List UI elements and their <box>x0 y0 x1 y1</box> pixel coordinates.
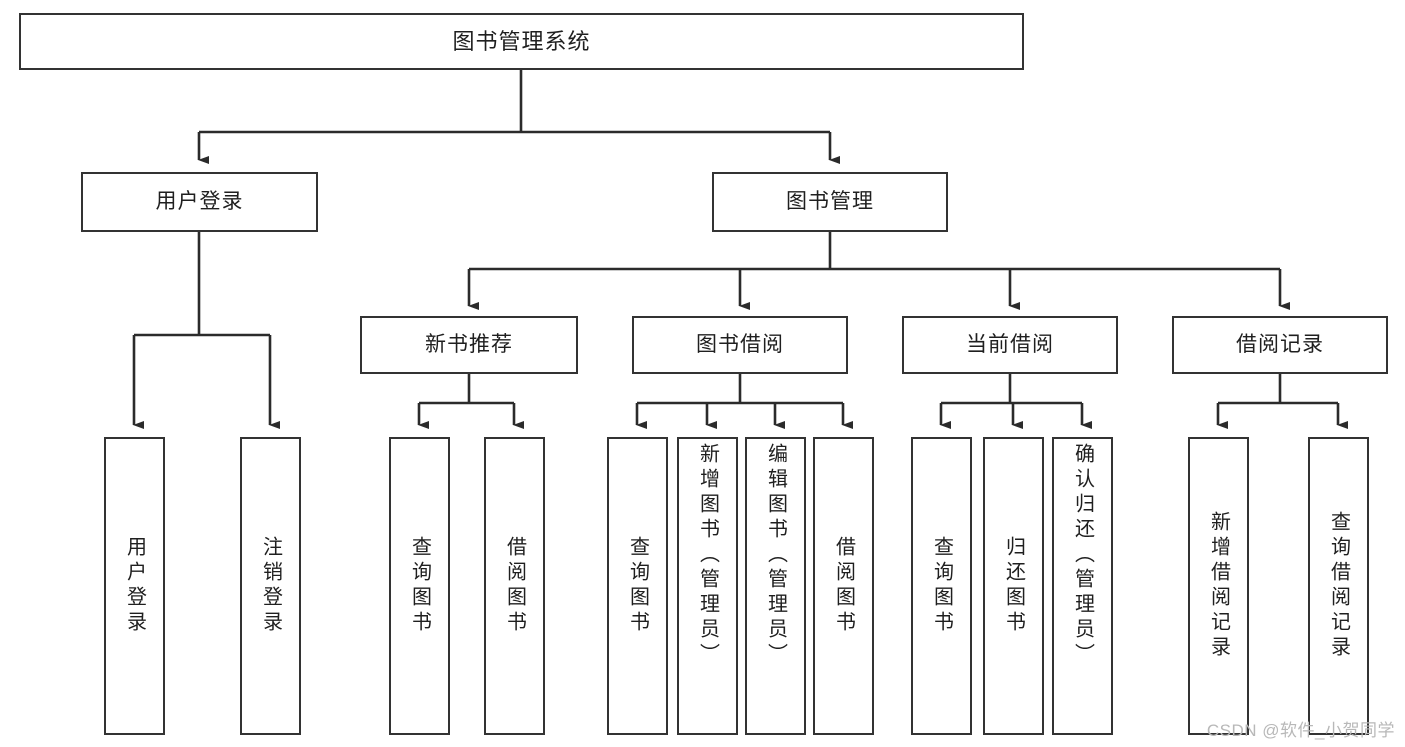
node-label: 新增图书（管理员） <box>696 443 719 668</box>
node-label: 新增借阅记录 <box>1207 511 1230 661</box>
node-label: 图书管理 <box>786 189 874 213</box>
node-new-book-recommendation[interactable]: 新书推荐 <box>360 316 578 374</box>
node-label: 查询图书 <box>626 536 649 636</box>
node-leaf-user-login[interactable]: 用户登录 <box>104 437 165 735</box>
node-root-system[interactable]: 图书管理系统 <box>19 13 1024 70</box>
node-label: 当前借阅 <box>966 332 1054 356</box>
node-label: 新书推荐 <box>425 332 513 356</box>
node-leaf-query-book-current[interactable]: 查询图书 <box>911 437 972 735</box>
watermark: CSDN @软件_小贺同学 <box>1206 721 1395 740</box>
node-leaf-edit-book[interactable]: 编辑图书（管理员） <box>745 437 806 735</box>
node-leaf-add-borrow-record[interactable]: 新增借阅记录 <box>1188 437 1249 735</box>
node-leaf-confirm-return[interactable]: 确认归还（管理员） <box>1052 437 1113 735</box>
node-leaf-query-book-recommendation[interactable]: 查询图书 <box>389 437 450 735</box>
node-label: 图书管理系统 <box>452 28 591 54</box>
node-label: 借阅图书 <box>832 536 855 636</box>
node-label: 编辑图书（管理员） <box>764 443 787 668</box>
node-label: 查询借阅记录 <box>1327 511 1350 661</box>
node-book-management[interactable]: 图书管理 <box>712 172 948 232</box>
node-label: 用户登录 <box>123 536 146 636</box>
node-label: 图书借阅 <box>696 332 784 356</box>
node-label: 注销登录 <box>259 536 282 636</box>
node-label: 确认归还（管理员） <box>1071 443 1094 668</box>
node-label: 用户登录 <box>155 189 244 213</box>
node-label: 查询图书 <box>930 536 953 636</box>
node-book-borrow[interactable]: 图书借阅 <box>632 316 848 374</box>
node-leaf-add-book[interactable]: 新增图书（管理员） <box>677 437 738 735</box>
node-leaf-return-book[interactable]: 归还图书 <box>983 437 1044 735</box>
node-borrow-record[interactable]: 借阅记录 <box>1172 316 1388 374</box>
node-label: 借阅图书 <box>503 536 526 636</box>
node-leaf-logout[interactable]: 注销登录 <box>240 437 301 735</box>
node-label: 查询图书 <box>408 536 431 636</box>
node-user-login[interactable]: 用户登录 <box>81 172 318 232</box>
node-leaf-borrow-book[interactable]: 借阅图书 <box>813 437 874 735</box>
node-leaf-query-borrow-record[interactable]: 查询借阅记录 <box>1308 437 1369 735</box>
node-leaf-query-book-borrow[interactable]: 查询图书 <box>607 437 668 735</box>
node-label: 借阅记录 <box>1236 332 1324 356</box>
node-label: 归还图书 <box>1002 536 1025 636</box>
node-current-borrow[interactable]: 当前借阅 <box>902 316 1118 374</box>
node-leaf-borrow-book-recommendation[interactable]: 借阅图书 <box>484 437 545 735</box>
